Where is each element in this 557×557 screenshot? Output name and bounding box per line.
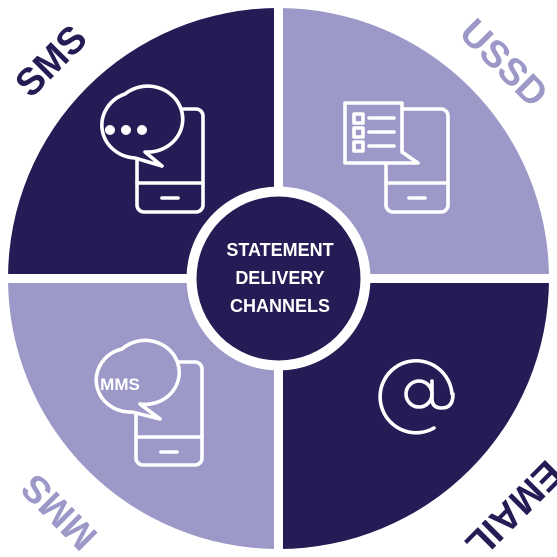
phone-mms-bubble-icon: MMS bbox=[94, 338, 204, 467]
center-hub: STATEMENT DELIVERY CHANNELS bbox=[186, 186, 371, 371]
label-mms: MMS bbox=[13, 465, 105, 557]
center-title-line-2: DELIVERY bbox=[235, 268, 324, 288]
quadrant-email-bg bbox=[278, 278, 549, 549]
label-sms: SMS bbox=[8, 18, 96, 106]
center-title-line-1: STATEMENT bbox=[226, 240, 333, 260]
quadrant-ussd-bg bbox=[278, 8, 549, 279]
mms-bubble-text: MMS bbox=[100, 375, 140, 394]
at-sign-icon bbox=[378, 358, 455, 435]
phone-chat-bubble-icon bbox=[100, 84, 205, 214]
quadrant-ussd bbox=[278, 8, 549, 279]
quadrant-email bbox=[278, 278, 549, 549]
center-title-line-3: CHANNELS bbox=[230, 296, 330, 316]
center-disc bbox=[196, 196, 361, 361]
phone-menu-list-icon bbox=[343, 101, 450, 214]
